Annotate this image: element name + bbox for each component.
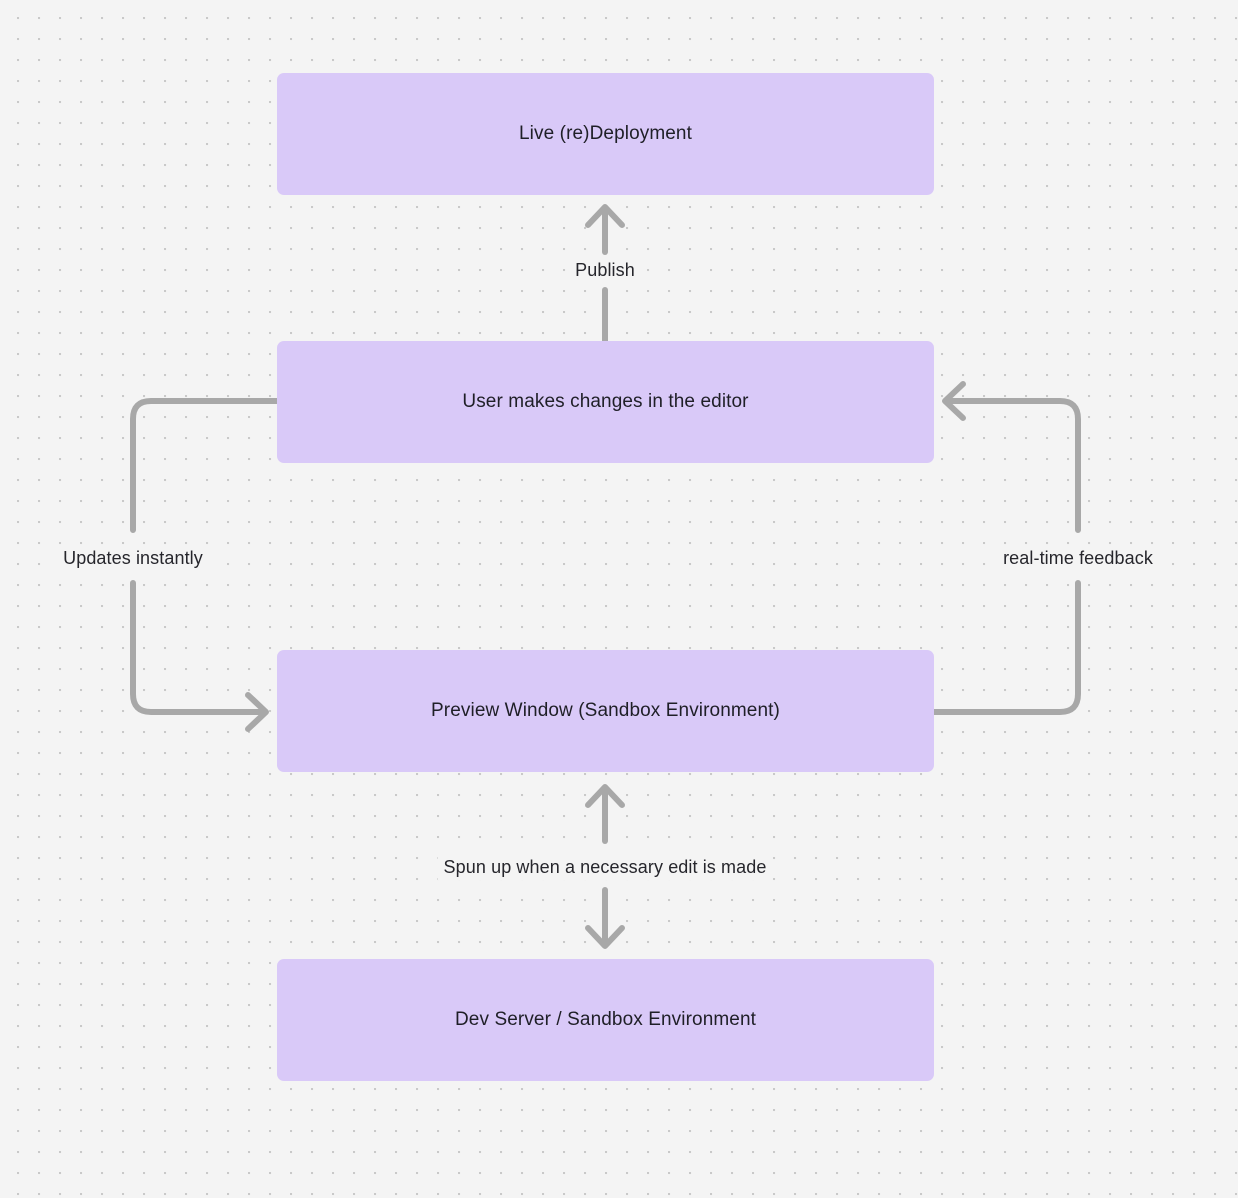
edge-label-updates-instantly: Updates instantly bbox=[57, 545, 209, 571]
edge-updates-lower-segment bbox=[130, 580, 266, 715]
edge-feedback-lower-segment bbox=[931, 580, 1081, 715]
edge-updates-upper-segment bbox=[130, 398, 280, 533]
edge-updates-arrowhead bbox=[245, 692, 269, 732]
edge-spunup-down-arrowhead bbox=[585, 925, 625, 949]
edge-label-publish: Publish bbox=[569, 257, 641, 283]
edge-label-real-time-feedback: real-time feedback bbox=[997, 545, 1159, 571]
edge-spunup-up-arrowhead bbox=[585, 784, 625, 808]
edge-publish-arrowhead bbox=[585, 204, 625, 228]
node-user-makes-changes[interactable]: User makes changes in the editor bbox=[277, 341, 934, 463]
node-dev-server-label: Dev Server / Sandbox Environment bbox=[454, 1009, 756, 1030]
node-live-deployment-label: Live (re)Deployment bbox=[519, 123, 692, 144]
node-dev-server[interactable]: Dev Server / Sandbox Environment bbox=[277, 959, 934, 1081]
edge-label-spun-up: Spun up when a necessary edit is made bbox=[437, 854, 773, 880]
node-live-deployment[interactable]: Live (re)Deployment bbox=[277, 73, 934, 195]
edge-feedback-arrowhead bbox=[942, 381, 966, 421]
edge-feedback-upper-segment bbox=[945, 398, 1081, 533]
node-preview-window-label: Preview Window (Sandbox Environment) bbox=[431, 700, 780, 721]
node-user-makes-changes-label: User makes changes in the editor bbox=[462, 391, 749, 412]
node-preview-window[interactable]: Preview Window (Sandbox Environment) bbox=[277, 650, 934, 772]
